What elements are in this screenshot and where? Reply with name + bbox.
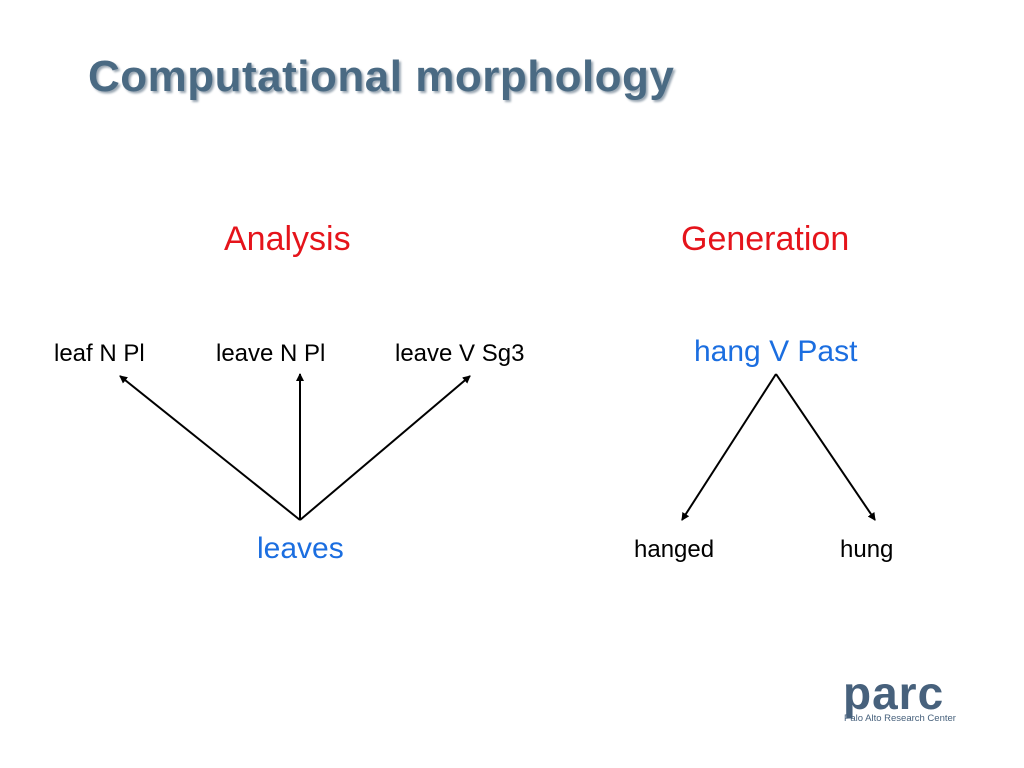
- analysis-output-leave-n-pl: leave N Pl: [216, 340, 326, 367]
- analysis-output-leave-v-sg3: leave V Sg3: [395, 340, 525, 367]
- logo-wordmark: parc: [843, 667, 945, 719]
- arrow-hang-to-hanged: [681, 373, 777, 521]
- analysis-input-leaves: leaves: [257, 532, 344, 565]
- arrow-leaves-to-leave-v-sg3: [299, 375, 471, 521]
- arrow-leaves-to-leaf-n-pl: [119, 375, 301, 521]
- generation-output-hung: hung: [840, 536, 894, 563]
- generation-heading: Generation: [681, 220, 850, 258]
- analysis-heading: Analysis: [224, 220, 351, 258]
- parc-logo: parc Palo Alto Research Center: [843, 670, 983, 726]
- slide-title: Computational morphology: [88, 52, 675, 101]
- arrow-hang-to-hung: [775, 373, 876, 521]
- generation-input-hang-v-past: hang V Past: [694, 335, 858, 368]
- generation-output-hanged: hanged: [634, 536, 715, 563]
- logo-subtitle: Palo Alto Research Center: [844, 713, 956, 724]
- analysis-output-leaf-n-pl: leaf N Pl: [54, 340, 145, 367]
